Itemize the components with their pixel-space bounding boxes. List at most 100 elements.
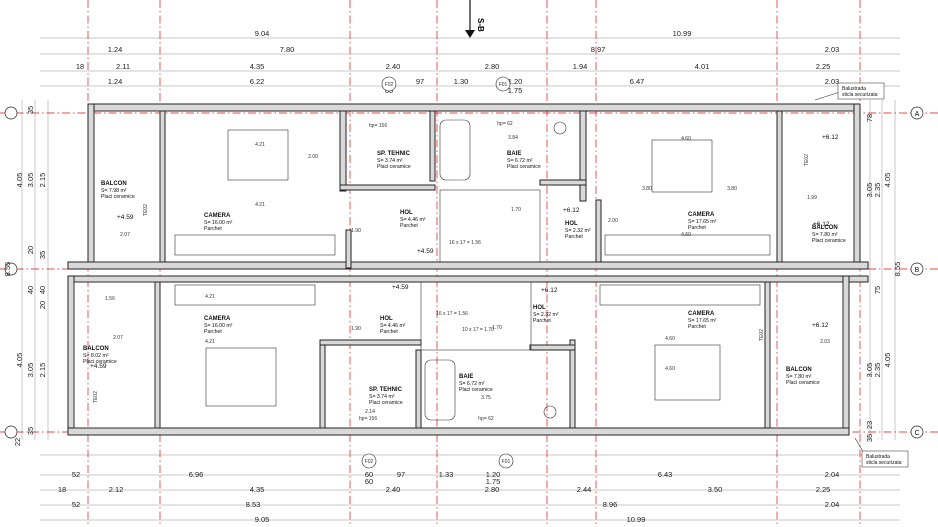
bottom-dimensions: 52 6.96 60 97 1.33 1.20 6.43 2.04 60 1.7… — [58, 470, 839, 524]
svg-text:35: 35 — [26, 427, 35, 435]
svg-text:1.75: 1.75 — [508, 86, 523, 95]
svg-text:Placi ceramice: Placi ceramice — [459, 387, 493, 393]
room-label-sptehnic-u: SP. TEHNIC S= 3.74 m² Placi ceramice — [377, 151, 411, 170]
svg-text:BALCON: BALCON — [83, 346, 109, 352]
room-label-hol-ul: HOL S= 4.46 m² Parchet — [400, 210, 426, 229]
svg-text:78: 78 — [865, 114, 874, 122]
svg-text:97: 97 — [397, 470, 405, 479]
svg-text:1.75: 1.75 — [486, 477, 501, 486]
room-label-camera-lr: CAMERA S= 17.65 m² Parchet — [688, 311, 717, 330]
svg-text:2.04: 2.04 — [825, 470, 840, 479]
svg-text:9.05: 9.05 — [255, 515, 270, 524]
room-details — [73, 91, 866, 456]
svg-text:BALCON: BALCON — [812, 225, 838, 231]
axis-label-c: C — [914, 430, 919, 437]
section-marker: S-B — [465, 0, 485, 38]
svg-text:2.80: 2.80 — [485, 62, 500, 71]
svg-text:3.05: 3.05 — [26, 173, 35, 188]
wardrobe-upper-right — [604, 234, 771, 256]
svg-text:Placi ceramice: Placi ceramice — [507, 164, 541, 170]
svg-text:3.84: 3.84 — [508, 135, 518, 141]
svg-text:3.05: 3.05 — [865, 183, 874, 198]
svg-text:1.90: 1.90 — [351, 326, 361, 332]
svg-text:+6.12: +6.12 — [541, 287, 558, 294]
svg-text:18: 18 — [58, 485, 66, 494]
svg-text:10.99: 10.99 — [627, 515, 646, 524]
svg-text:3.75: 3.75 — [481, 395, 491, 401]
svg-text:4.21: 4.21 — [255, 202, 265, 208]
svg-text:S= 16.00 m²: S= 16.00 m² — [204, 220, 233, 226]
level-marks: +4.59 +4.59 +6.12 +6.12 +4.59 +6.12 +4.5… — [90, 134, 839, 370]
svg-text:1.70: 1.70 — [511, 207, 521, 213]
side-dimensions: 35 3.05 2.15 4.05 8.55 20 35 40 40 20 4.… — [3, 106, 902, 446]
svg-text:18: 18 — [76, 62, 84, 71]
svg-text:Parchet: Parchet — [565, 234, 583, 240]
svg-text:6.43: 6.43 — [658, 470, 673, 479]
svg-text:4.21: 4.21 — [255, 142, 265, 148]
svg-text:sticla securizata: sticla securizata — [842, 92, 878, 98]
sink-lower — [543, 405, 557, 419]
svg-text:1.90: 1.90 — [351, 228, 361, 234]
svg-text:97: 97 — [416, 77, 424, 86]
svg-text:2.25: 2.25 — [816, 485, 831, 494]
svg-text:hp= 62: hp= 62 — [478, 416, 494, 422]
svg-text:1.24: 1.24 — [108, 45, 123, 54]
svg-text:S= 6.72 m²: S= 6.72 m² — [459, 381, 485, 387]
svg-text:10 x 17 = 1.70: 10 x 17 = 1.70 — [462, 327, 494, 333]
axis-bubble-b-left — [4, 262, 18, 276]
wardrobe-upper-left — [174, 234, 336, 256]
svg-text:3.05: 3.05 — [26, 363, 35, 378]
room-label-hol-ur: HOL S= 2.32 m² Parchet — [565, 221, 591, 240]
svg-text:35: 35 — [26, 106, 35, 114]
svg-text:4.60: 4.60 — [665, 336, 675, 342]
svg-text:2.07: 2.07 — [113, 335, 123, 341]
svg-text:CAMERA: CAMERA — [688, 311, 715, 317]
room-label-balcon-ul: BALCON S= 7.98 m² Placi ceramice — [101, 181, 135, 200]
svg-text:23: 23 — [865, 421, 874, 429]
svg-text:2.03: 2.03 — [825, 45, 840, 54]
svg-text:Placi ceramice: Placi ceramice — [812, 238, 846, 244]
svg-text:4.35: 4.35 — [250, 485, 265, 494]
svg-text:2.40: 2.40 — [386, 485, 401, 494]
balustrade-notes: Balustrada sticla securizata Balustrada … — [837, 82, 909, 468]
axis-bubble-a — [910, 106, 924, 120]
bed-upper-right — [651, 139, 713, 193]
svg-text:2.15: 2.15 — [38, 363, 47, 378]
room-label-camera-ll: CAMERA S= 16.00 m² Parchet — [204, 316, 233, 335]
room-label-camera-ul: CAMERA S= 16.00 m² Parchet — [204, 213, 233, 232]
axis-bubble-c — [910, 425, 924, 439]
svg-text:TE02: TE02 — [759, 329, 765, 341]
svg-text:+4.59: +4.59 — [90, 363, 107, 370]
svg-text:hp= 156: hp= 156 — [359, 416, 377, 422]
svg-text:HOL: HOL — [533, 305, 546, 311]
svg-text:2.15: 2.15 — [38, 173, 47, 188]
svg-text:Parchet: Parchet — [533, 318, 551, 324]
svg-text:BALCON: BALCON — [101, 181, 127, 187]
axis-label-a: A — [915, 111, 920, 118]
svg-text:9.04: 9.04 — [255, 29, 270, 38]
bed-lower-left — [205, 347, 277, 407]
svg-text:sticla securizata: sticla securizata — [866, 460, 902, 466]
svg-text:2.04: 2.04 — [825, 500, 840, 509]
svg-text:4.21: 4.21 — [205, 294, 215, 300]
svg-text:Placi ceramice: Placi ceramice — [786, 380, 820, 386]
svg-text:4.60: 4.60 — [681, 232, 691, 238]
svg-text:2.44: 2.44 — [577, 485, 592, 494]
svg-text:16 x 17 = 1.56: 16 x 17 = 1.56 — [436, 311, 468, 317]
svg-text:2.00: 2.00 — [608, 218, 618, 224]
svg-text:8.55: 8.55 — [3, 262, 12, 277]
svg-text:hp= 62: hp= 62 — [497, 121, 513, 127]
svg-text:7.80: 7.80 — [280, 45, 295, 54]
svg-text:6.96: 6.96 — [189, 470, 204, 479]
ceiling-heights: hp= 156 hp= 62 hp= 156 hp= 62 — [359, 121, 513, 422]
svg-text:TE02: TE02 — [804, 154, 810, 166]
section-label: S-B — [476, 18, 485, 32]
svg-text:35: 35 — [865, 434, 874, 442]
svg-text:3.80: 3.80 — [727, 186, 737, 192]
svg-text:S= 4.46 m²: S= 4.46 m² — [380, 323, 406, 329]
svg-text:S= 17.65 m²: S= 17.65 m² — [688, 219, 717, 225]
svg-text:2.35: 2.35 — [873, 183, 882, 198]
svg-text:52: 52 — [72, 470, 80, 479]
svg-text:2.07: 2.07 — [120, 232, 130, 238]
svg-text:35: 35 — [38, 251, 47, 259]
